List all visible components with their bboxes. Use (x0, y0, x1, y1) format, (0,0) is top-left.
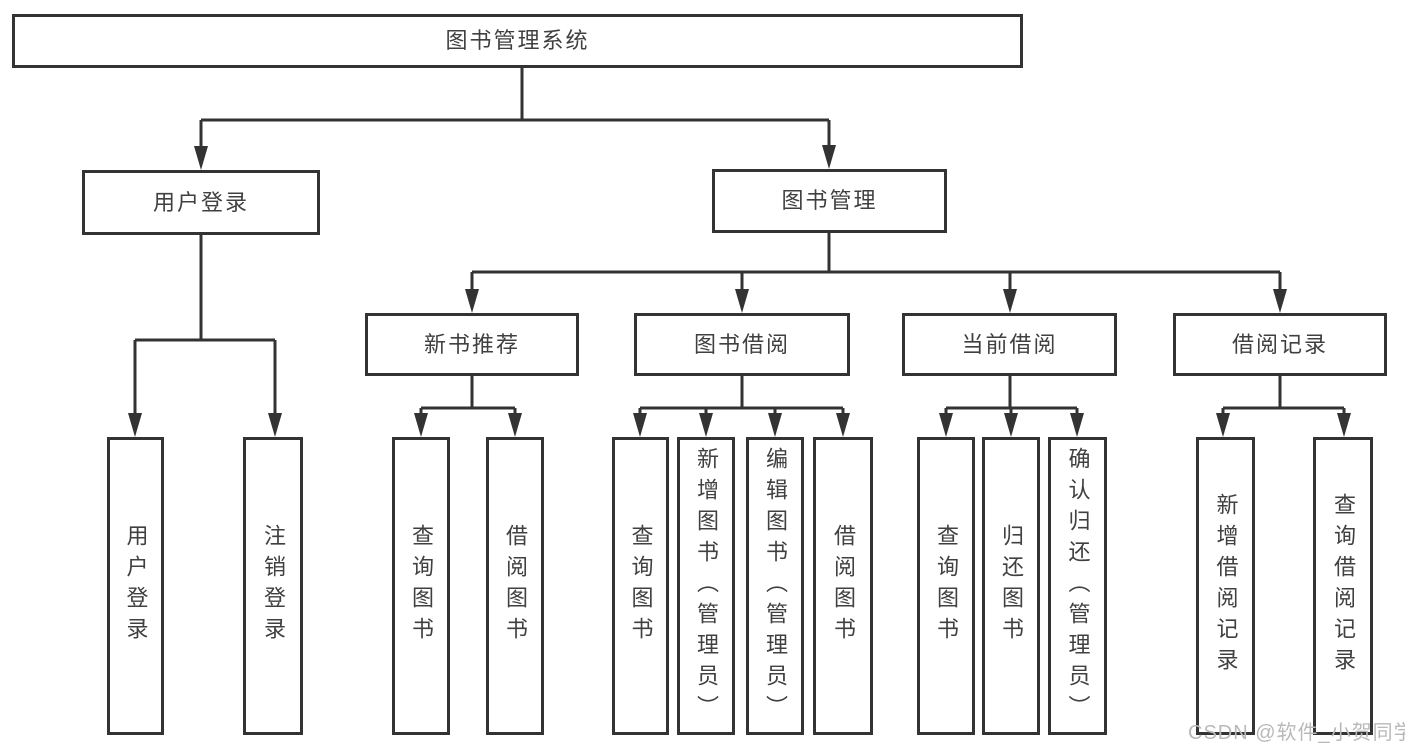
leaf-label: 确认归还（管理员） (1065, 446, 1091, 726)
csdn-watermark: CSDN @软件_小贺同学 (1188, 722, 1405, 744)
node-borrow-records: 借阅记录 (1173, 313, 1387, 376)
leaf-query-borrow-record: 查询借阅记录 (1313, 437, 1373, 735)
node-label: 图书管理系统 (445, 28, 590, 53)
node-label: 图书管理 (781, 188, 878, 213)
node-label: 用户登录 (152, 189, 249, 215)
node-label: 图书借阅 (693, 331, 790, 357)
leaf-query-books-recommend: 查询图书 (392, 437, 450, 735)
node-book-management: 图书管理 (712, 169, 947, 233)
leaf-label: 注销登录 (261, 524, 286, 648)
node-book-borrow: 图书借阅 (634, 313, 850, 376)
leaf-label: 查询图书 (628, 524, 654, 648)
arrowheads (128, 145, 1351, 437)
connector-paths (133, 68, 1346, 416)
leaf-add-borrow-record: 新增借阅记录 (1196, 437, 1255, 735)
leaf-label: 借阅图书 (831, 524, 856, 648)
node-label: 新书推荐 (423, 331, 520, 357)
leaf-borrow-books-2: 借阅图书 (813, 437, 873, 735)
leaf-label: 借阅图书 (503, 524, 528, 648)
leaf-confirm-return-admin: 确认归还（管理员） (1048, 437, 1107, 735)
node-label: 借阅记录 (1231, 331, 1328, 357)
leaf-label: 查询图书 (409, 524, 434, 648)
leaf-label: 查询借阅记录 (1331, 493, 1356, 679)
leaf-label: 查询图书 (934, 524, 959, 648)
leaf-query-books-current: 查询图书 (917, 437, 975, 735)
leaf-add-book-admin: 新增图书（管理员） (677, 437, 735, 735)
leaf-label: 新增借阅记录 (1213, 493, 1239, 679)
leaf-label: 用户登录 (123, 524, 149, 648)
node-library-management-system: 图书管理系统 (12, 14, 1023, 68)
leaf-label: 归还图书 (999, 524, 1024, 648)
leaf-label: 新增图书（管理员） (694, 446, 719, 726)
node-new-book-recommend: 新书推荐 (365, 313, 579, 376)
leaf-query-books-borrow: 查询图书 (612, 437, 669, 735)
leaf-logout: 注销登录 (243, 437, 303, 735)
node-user-login: 用户登录 (82, 170, 320, 235)
node-label: 当前借阅 (961, 331, 1058, 357)
leaf-return-book: 归还图书 (982, 437, 1040, 735)
leaf-edit-book-admin: 编辑图书（管理员） (746, 437, 804, 735)
leaf-label: 编辑图书（管理员） (763, 446, 788, 726)
node-current-borrow: 当前借阅 (902, 313, 1117, 376)
leaf-user-login: 用户登录 (107, 437, 164, 735)
leaf-borrow-books-recommend: 借阅图书 (486, 437, 544, 735)
